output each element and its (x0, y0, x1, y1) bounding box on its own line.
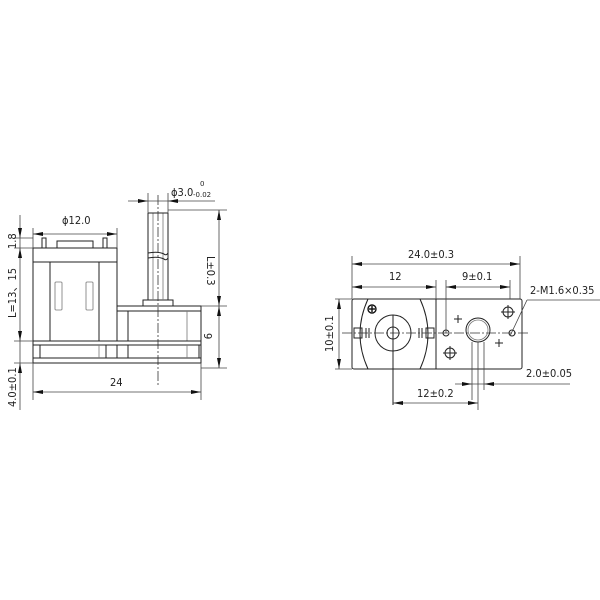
cap-height-label: 1.8 (6, 233, 19, 249)
dim-motor-diameter: ϕ12.0 (32, 214, 118, 248)
shaft-diameter-label: ϕ3.0 (171, 186, 193, 199)
hole-spacing-label: 9±0.1 (462, 270, 492, 283)
dim-hole-spacing: 9±0.1 (445, 270, 511, 333)
output-shaft (147, 195, 169, 385)
motor-length-label: L=13、15 (6, 268, 19, 318)
dim-shaft-diameter: ϕ3.0 0 -0.02 (128, 180, 215, 213)
front-total-width-label: 24.0±0.3 (408, 248, 454, 261)
dim-left-stack: 1.8 L=13、15 4.0±0.1 (6, 215, 33, 410)
gearbox-height-label: 9 (201, 333, 214, 339)
dim-front-total-width: 24.0±0.3 (351, 248, 521, 299)
base-plate (32, 340, 202, 364)
front-view: 24.0±0.3 12 9±0.1 2-M1.6×0.35 (323, 248, 600, 410)
motor-body (32, 237, 118, 342)
gearbox-body (116, 299, 202, 342)
shaft-tol-lower: -0.02 (193, 191, 211, 199)
shaft-offset-label: 2.0±0.05 (526, 367, 572, 380)
total-width-label: 24 (110, 376, 123, 389)
dim-shaft-center-distance: 12±0.2 (393, 342, 479, 410)
shaft-tol-upper: 0 (200, 180, 204, 188)
shaft-center-distance-label: 12±0.2 (417, 387, 454, 400)
shaft-length-label: L±0.3 (204, 256, 217, 286)
dim-shaft-length: L±0.3 9 (168, 209, 227, 369)
motor-diameter-label: ϕ12.0 (62, 214, 91, 227)
crosshair-marks (443, 305, 515, 360)
dim-total-width: 24 (32, 363, 202, 400)
side-view: ϕ12.0 ϕ3.0 0 -0.02 L±0.3 9 (6, 180, 227, 410)
dim-front-height: 10±0.1 (323, 298, 352, 370)
front-height-label: 10±0.1 (323, 315, 336, 352)
motor-offset-label: 12 (389, 270, 402, 283)
dim-thread-spec: 2-M1.6×0.35 (509, 284, 600, 337)
thread-spec-label: 2-M1.6×0.35 (530, 284, 594, 297)
dim-shaft-offset: 2.0±0.05 (455, 342, 572, 400)
base-height-label: 4.0±0.1 (6, 367, 19, 407)
dim-motor-offset: 12 (352, 270, 437, 299)
